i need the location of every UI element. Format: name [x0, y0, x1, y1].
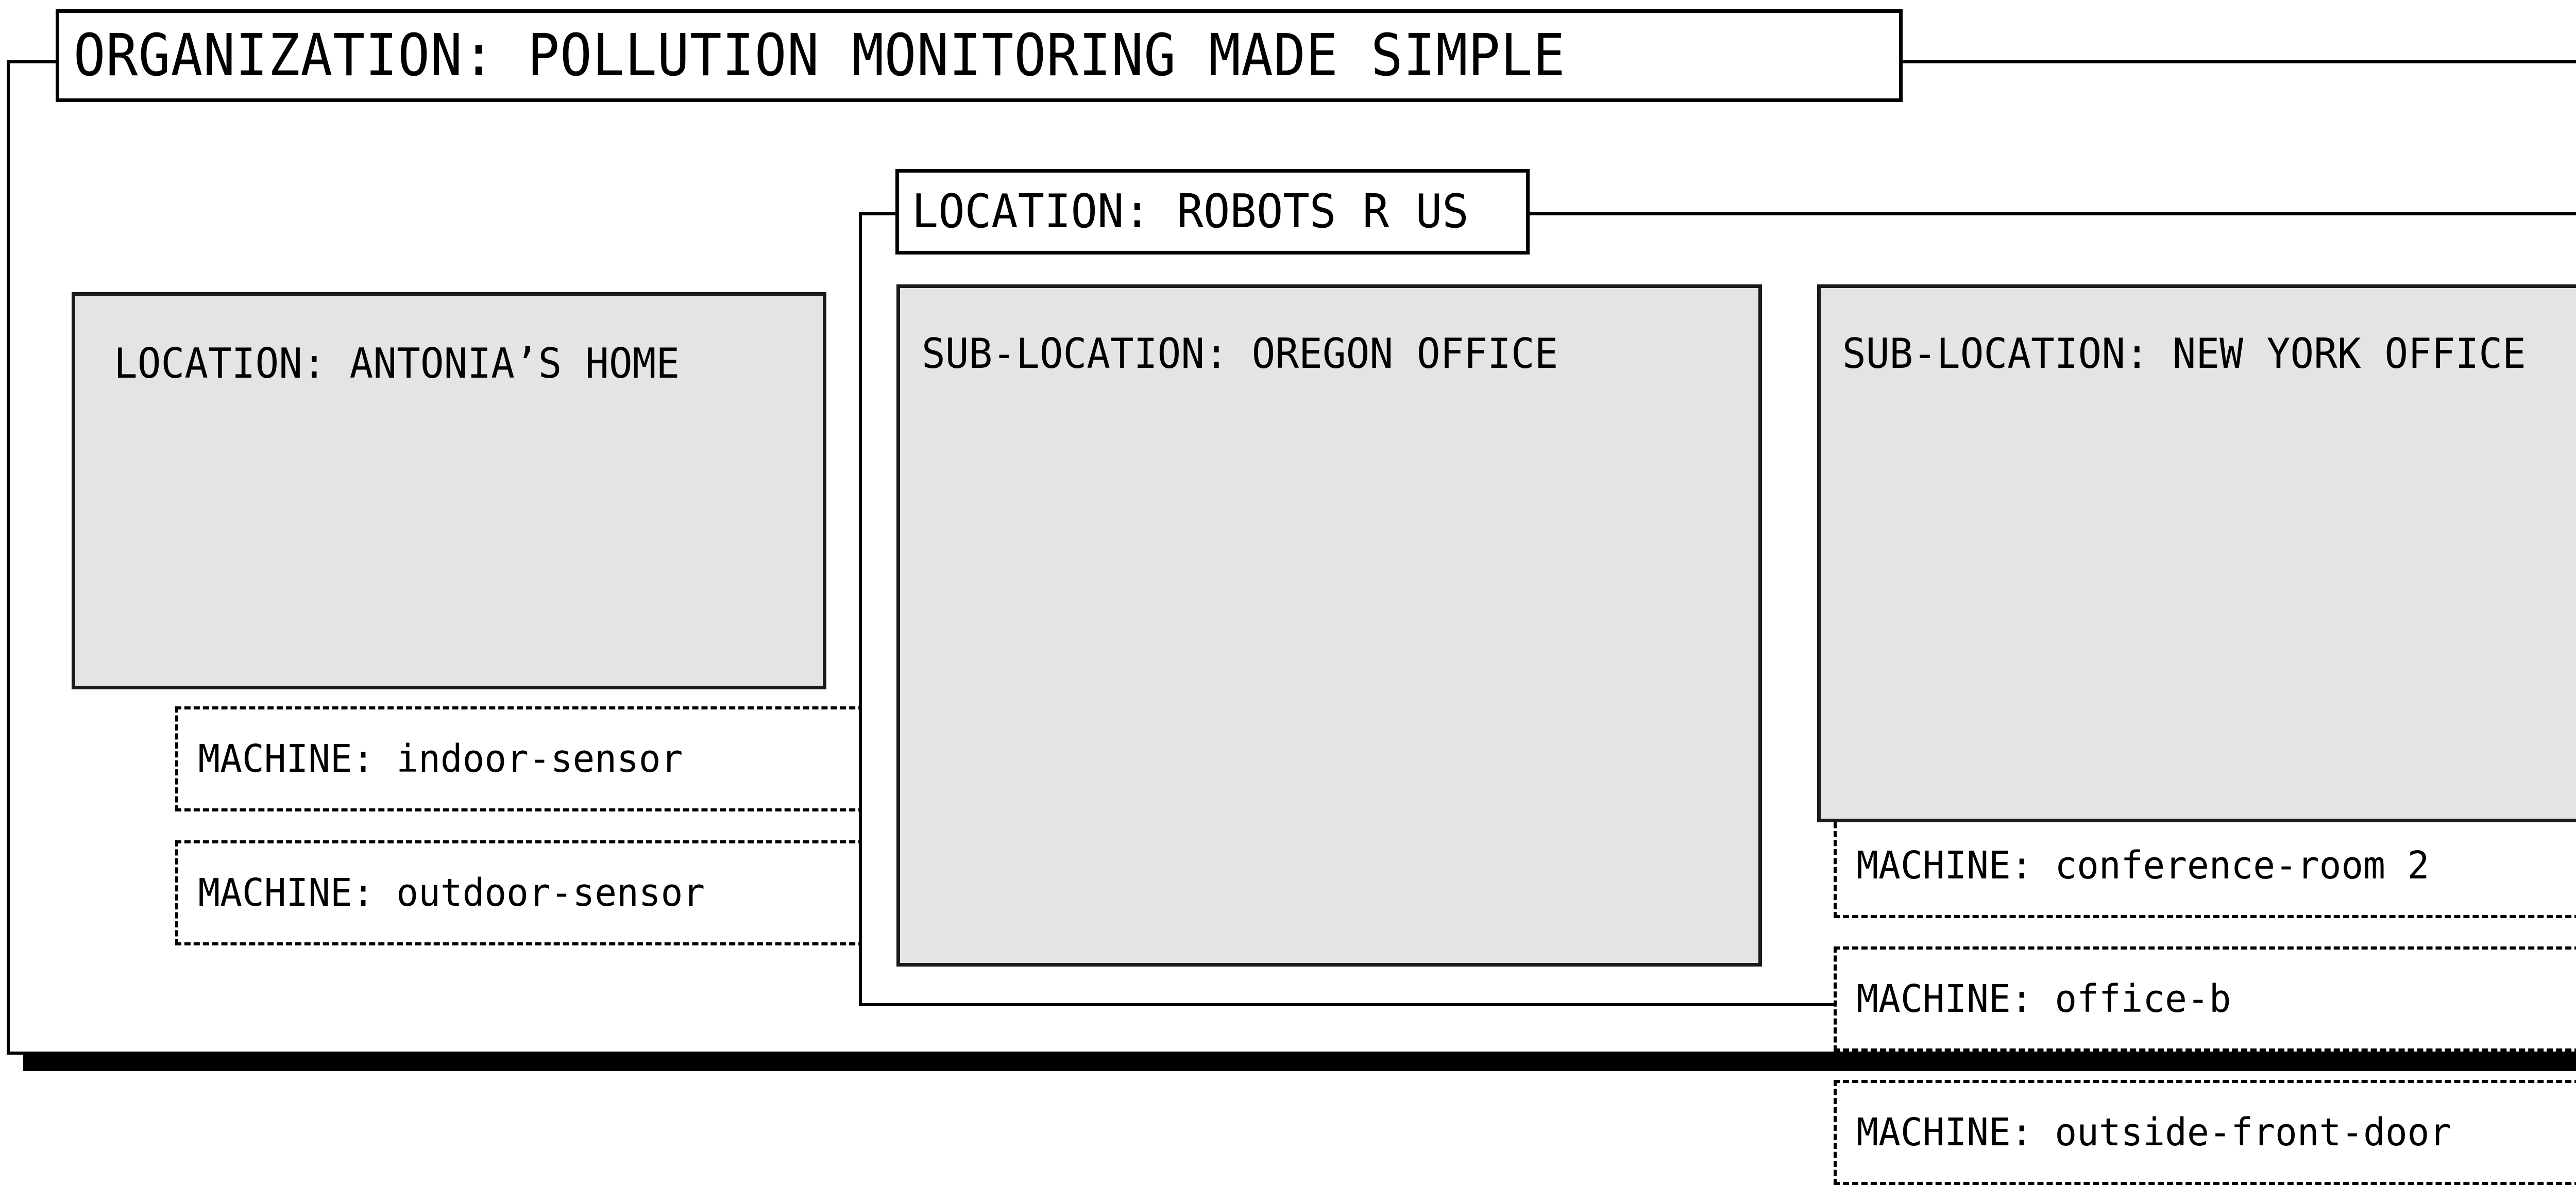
machine-label-outside-front-door: MACHINE: outside-front-door	[1856, 1110, 2452, 1155]
machine-label-outdoor-sensor: MACHINE: outdoor-sensor	[198, 871, 705, 915]
sub-location-title-oregon-office: SUB-LOCATION: OREGON OFFICE	[922, 330, 1558, 378]
location-title-antonias-home: LOCATION: ANTONIA’S HOME	[114, 340, 680, 387]
organization-title-label: ORGANIZATION: POLLUTION MONITORING MADE …	[73, 22, 1566, 89]
sub-location-panel-oregon-office: SUB-LOCATION: OREGON OFFICE MACHINE: con…	[896, 284, 2576, 1185]
machine-box-indoor-sensor: MACHINE: indoor-sensor	[175, 706, 874, 811]
machine-box-conference-room-2: MACHINE: conference-room 2	[1834, 813, 2576, 918]
sub-location-panel-new-york-office: SUB-LOCATION: NEW YORK OFFICE MACHINE: o…	[1817, 284, 2576, 822]
organization-title-box: ORGANIZATION: POLLUTION MONITORING MADE …	[56, 9, 1903, 102]
machine-box-outside-front-door: MACHINE: outside-front-door	[1834, 1080, 2576, 1185]
machine-label-conference-room-2: MACHINE: conference-room 2	[1856, 843, 2430, 888]
machine-box-office-b: MACHINE: office-b	[1834, 946, 2576, 1052]
location-title-box-robots-r-us: LOCATION: ROBOTS R US	[895, 169, 1530, 255]
machine-label-office-b: MACHINE: office-b	[1856, 977, 2231, 1021]
machine-label-indoor-sensor: MACHINE: indoor-sensor	[198, 737, 683, 781]
diagram-canvas: ORGANIZATION: POLLUTION MONITORING MADE …	[7, 9, 2576, 1185]
machine-box-outdoor-sensor: MACHINE: outdoor-sensor	[175, 840, 874, 945]
location-title-robots-r-us: LOCATION: ROBOTS R US	[911, 184, 1469, 239]
location-panel-antonias-home: LOCATION: ANTONIA’S HOME MACHINE: indoor…	[72, 292, 874, 945]
sub-location-title-new-york-office: SUB-LOCATION: NEW YORK OFFICE	[1842, 330, 2526, 378]
